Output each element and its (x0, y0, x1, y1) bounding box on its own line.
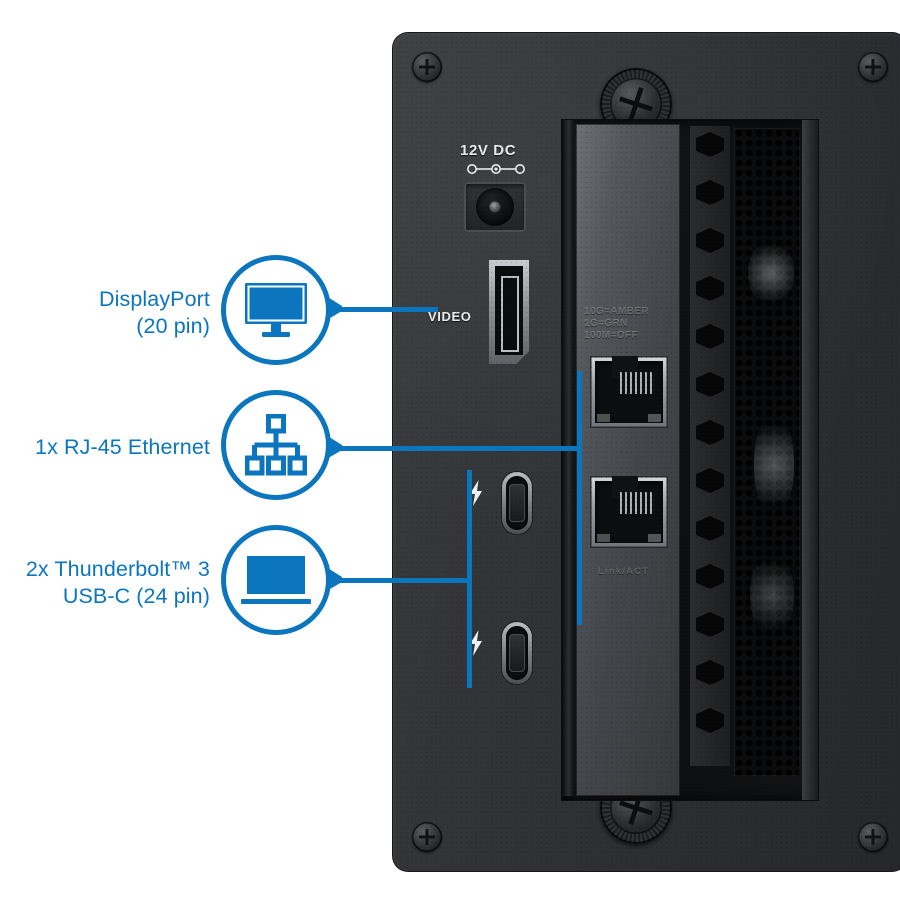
rj45-port-bottom[interactable] (590, 476, 668, 548)
device-rear-panel: 12V DC VIDEO (392, 32, 900, 872)
callout-icon-thunderbolt (221, 525, 331, 635)
callout-label-ethernet: 1x RJ-45 Ethernet (35, 434, 210, 461)
leader-line-thunderbolt (330, 578, 472, 583)
leader-bracket-ethernet (577, 371, 582, 625)
callout-icon-displayport (221, 255, 331, 365)
expansion-card-bay: 10G=AMBER 1G=GRN 100M=OFF Link/ACT (562, 120, 818, 800)
video-label: VIDEO (428, 309, 472, 324)
callout-label-displayport-line1: DisplayPort (98, 287, 210, 311)
laptop-icon (241, 556, 311, 604)
callout-icon-ethernet (221, 390, 331, 500)
usbc-thunderbolt-port-top[interactable] (502, 472, 532, 534)
led-legend-text: 10G=AMBER 1G=GRN 100M=OFF (584, 306, 650, 341)
leader-bracket-thunderbolt (467, 470, 472, 688)
dc-power-jack[interactable] (464, 182, 526, 232)
monitor-icon (245, 283, 307, 337)
hex-vent-column (690, 126, 730, 766)
power-label: 12V DC (460, 142, 517, 159)
bay-right-rail (802, 120, 818, 800)
leader-line-displayport (330, 307, 438, 312)
network-card-faceplate: 10G=AMBER 1G=GRN 100M=OFF Link/ACT (576, 124, 680, 796)
rj45-port-top[interactable] (590, 356, 668, 428)
callout-label-displayport: DisplayPort (20 pin) (99, 286, 210, 340)
corner-screw-top-right (858, 52, 888, 82)
callout-label-thunderbolt: 2x Thunderbolt™ 3 USB-C (24 pin) (26, 556, 210, 610)
thunderbolt-icon-bottom (470, 630, 482, 656)
dc-polarity-icon (467, 164, 525, 174)
corner-screw-bottom-left (412, 822, 442, 852)
network-tree-icon (245, 414, 307, 476)
callout-label-ethernet-line1: 1x RJ-45 Ethernet (35, 435, 210, 459)
usbc-thunderbolt-port-bottom[interactable] (502, 622, 532, 684)
displayport-port[interactable] (489, 260, 529, 364)
callout-label-displayport-line2: (20 pin) (136, 314, 210, 338)
corner-screw-top-left (412, 52, 442, 82)
link-act-text: Link/ACT (598, 566, 650, 577)
perforated-vent-mesh (734, 128, 800, 776)
callout-label-thunderbolt-line1: 2x Thunderbolt™ 3 (25, 557, 210, 581)
callout-label-thunderbolt-line2: USB-C (24 pin) (62, 584, 210, 608)
leader-line-ethernet (330, 446, 582, 451)
corner-screw-bottom-right (858, 822, 888, 852)
card-bay-lip (562, 120, 574, 796)
thunderbolt-icon-top (470, 480, 482, 506)
